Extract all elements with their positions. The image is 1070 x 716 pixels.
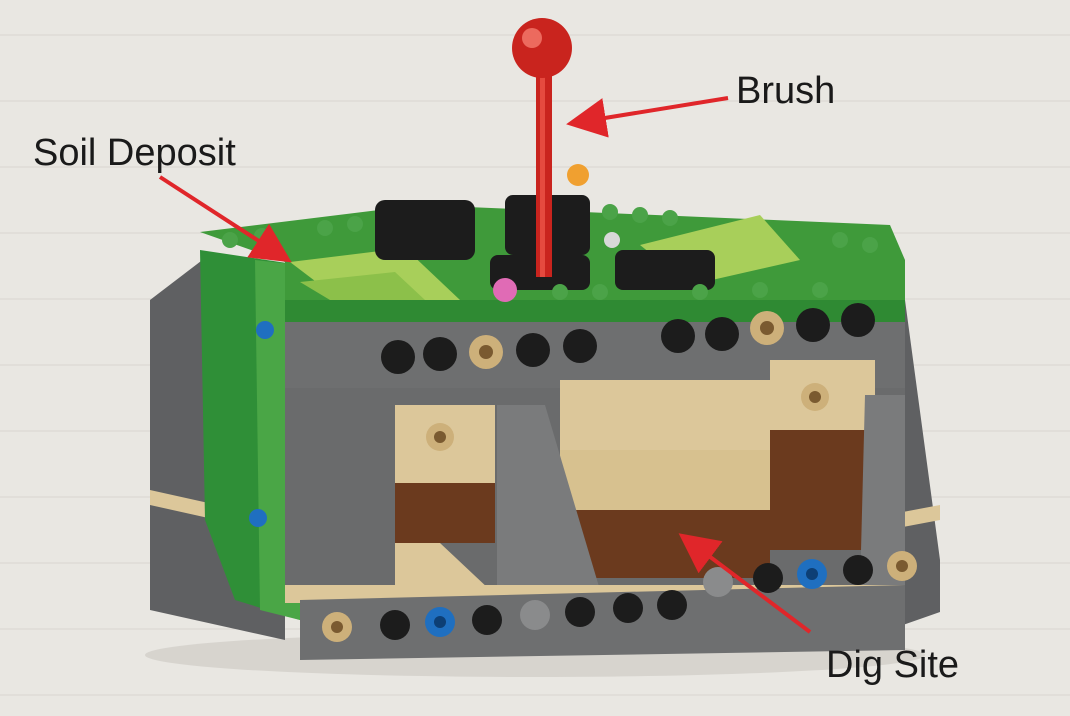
brush-knob — [512, 18, 572, 78]
brush-arrow — [566, 96, 729, 138]
dig-site-label: Dig Site — [826, 644, 960, 686]
lego-model — [145, 18, 940, 677]
dig-site-arrow — [678, 533, 812, 634]
brush-label: Brush — [736, 70, 836, 112]
soil-deposit-label: Soil Deposit — [33, 132, 236, 174]
soil-deposit-arrow — [158, 175, 292, 263]
